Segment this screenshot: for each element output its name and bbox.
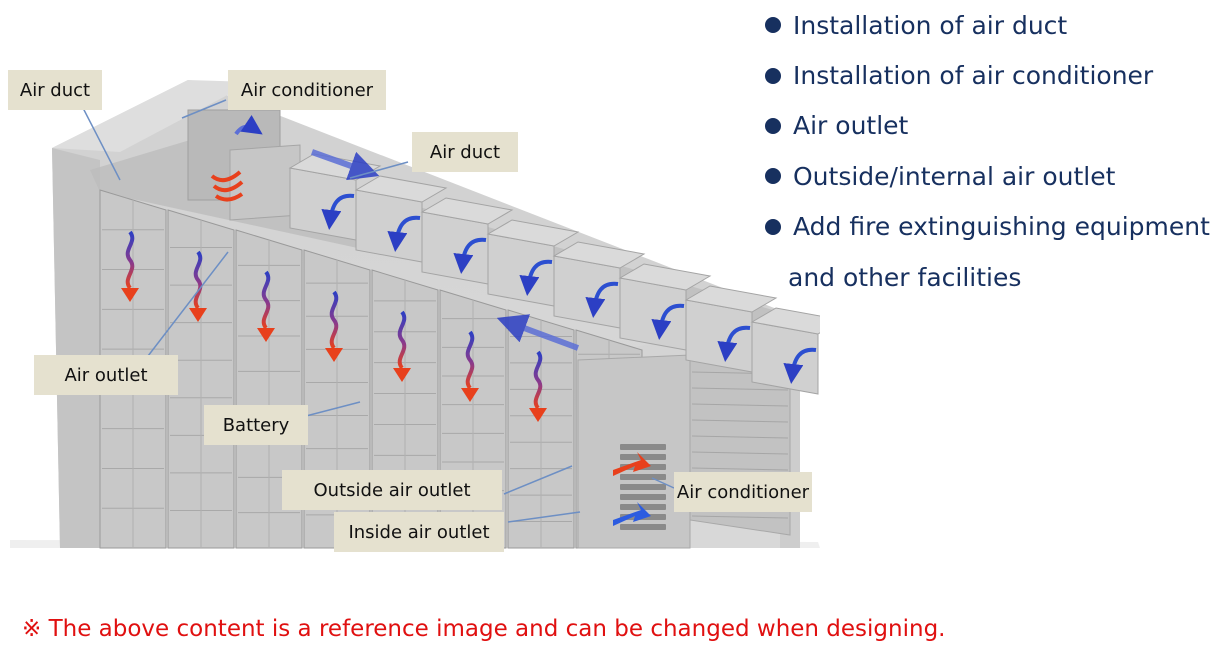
curved-airflow-icon — [519, 259, 553, 296]
duct-box — [751, 321, 819, 395]
down-arrow-icon — [189, 308, 207, 322]
down-arrow-icon — [393, 368, 411, 382]
wavy-airflow-icon — [465, 330, 475, 390]
down-arrow-icon — [461, 388, 479, 402]
bullet-dot-icon — [765, 117, 781, 134]
battery-rack — [167, 209, 235, 549]
callout-outside-air-outlet: Outside air outlet — [282, 470, 502, 510]
down-arrow-icon — [121, 288, 139, 302]
bullet-item: Outside/internal air outlet — [762, 151, 1210, 201]
wavy-airflow-icon — [329, 290, 339, 350]
bullet-dot-icon — [765, 168, 781, 185]
curved-airflow-icon — [453, 237, 487, 274]
bullet-item: Installation of air conditioner — [762, 50, 1210, 100]
bullet-item-continuation: and other facilities — [788, 262, 1022, 292]
ac-outflow-icon — [210, 170, 244, 202]
curved-airflow-icon — [585, 281, 619, 318]
bullet-item: Installation of air duct — [762, 0, 1210, 50]
wavy-airflow-icon — [193, 250, 203, 310]
duct-box — [685, 299, 753, 373]
curved-airflow-icon — [783, 347, 817, 384]
callout-air-duct-mid: Air duct — [412, 132, 518, 172]
duct-box — [355, 189, 423, 263]
wavy-airflow-icon — [261, 270, 271, 330]
curved-airflow-icon — [321, 193, 355, 230]
bullet-item: Air outlet — [762, 101, 1210, 151]
callout-inside-air-outlet: Inside air outlet — [334, 512, 504, 552]
duct-box — [619, 277, 687, 351]
curved-airflow-icon — [387, 215, 421, 252]
leader-lines — [81, 99, 675, 523]
bullet-dot-icon — [765, 17, 781, 34]
callout-air-duct-top: Air duct — [8, 70, 102, 110]
outside-inside-air-icon — [613, 452, 651, 526]
feature-bullet-list: Installation of air duct Installation of… — [762, 0, 1210, 302]
wavy-airflow-icon — [397, 310, 407, 370]
duct-box — [289, 167, 357, 241]
bottom-air-conditioner-unit — [577, 354, 691, 549]
callout-air-conditioner-top: Air conditioner — [228, 70, 386, 110]
wavy-airflow-icon — [533, 350, 543, 410]
curved-airflow-icon — [651, 303, 685, 340]
callout-battery: Battery — [204, 405, 308, 445]
callout-air-outlet: Air outlet — [34, 355, 178, 395]
wavy-airflow-icon — [125, 230, 135, 290]
down-arrow-icon — [257, 328, 275, 342]
airflow-arrows — [121, 193, 817, 422]
duct-flow-arrows — [234, 115, 580, 351]
curved-airflow-icon — [717, 325, 751, 362]
duct-box — [421, 211, 489, 285]
bullet-dot-icon — [765, 67, 781, 84]
bullet-dot-icon — [765, 218, 781, 235]
callout-air-conditioner-bottom: Air conditioner — [674, 472, 812, 512]
duct-box — [553, 255, 621, 329]
duct-box — [487, 233, 555, 307]
bullet-item: Add fire extinguishing equipment — [762, 202, 1210, 252]
reference-note: ※ The above content is a reference image… — [22, 616, 946, 642]
container-diagram — [10, 80, 820, 549]
down-arrow-icon — [529, 408, 547, 422]
down-arrow-icon — [325, 348, 343, 362]
battery-rack — [507, 309, 575, 549]
